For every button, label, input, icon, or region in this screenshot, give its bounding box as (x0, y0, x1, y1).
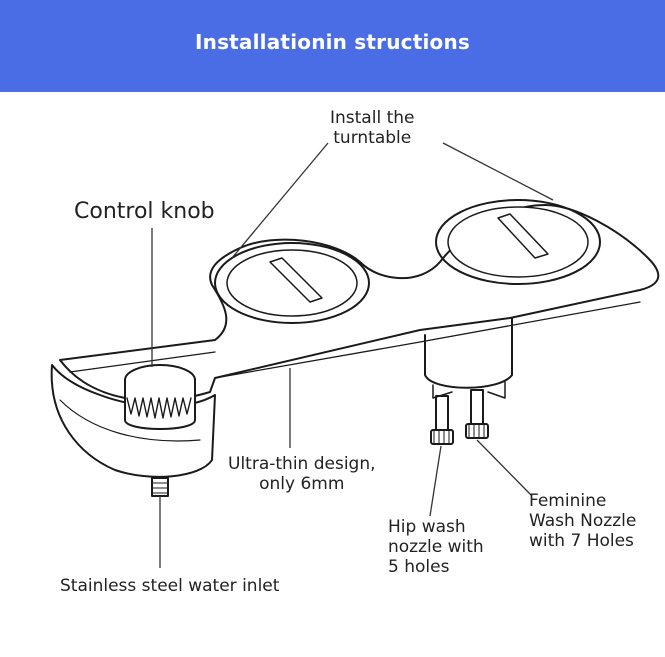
label-feminine-wash-nozzle: Feminine Wash Nozzle with 7 Holes (529, 491, 637, 551)
hip-wash-nozzle (430, 395, 454, 445)
nozzle-housing (424, 317, 513, 389)
label-hip-wash-nozzle: Hip wash nozzle with 5 holes (388, 517, 484, 577)
banner-title: Installationin structions (194, 30, 471, 54)
turntable-right (435, 199, 601, 285)
base-block (50, 364, 216, 478)
bidet-diagram (50, 142, 660, 568)
title-banner: Installationin structions (0, 0, 665, 92)
turntable-left (214, 242, 370, 324)
plate-edge (69, 301, 641, 379)
label-install-turntable: Install the turntable (330, 108, 415, 148)
label-control-knob: Control knob (74, 199, 215, 224)
label-water-inlet: Stainless steel water inlet (60, 576, 280, 596)
label-ultra-thin: Ultra-thin design, only 6mm (228, 454, 376, 494)
water-inlet (151, 477, 169, 497)
control-knob (124, 364, 196, 430)
feminine-wash-nozzle (465, 389, 489, 439)
leader-lines (151, 142, 554, 568)
